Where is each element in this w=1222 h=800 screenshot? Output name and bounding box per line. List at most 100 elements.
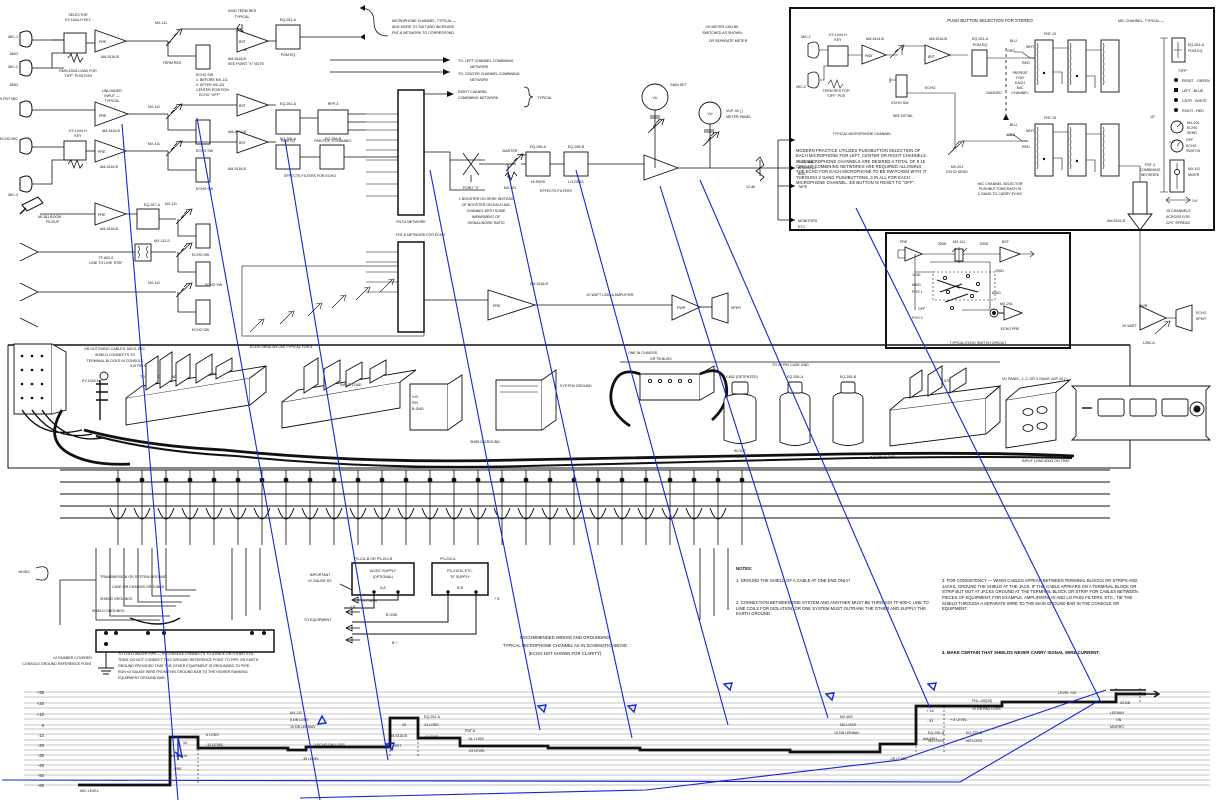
legend-eq-1: EQ-251-A xyxy=(1188,43,1205,47)
pre-amp-4-label: PRE xyxy=(98,213,106,217)
echo-sw-5-label: ECHO SW xyxy=(205,283,223,287)
line-trsf-1: TF-602-S xyxy=(98,256,114,260)
pos2-label: POS 2 xyxy=(912,316,923,320)
contact-5 xyxy=(969,293,975,299)
system-ground-label: SYSTEM GROUND xyxy=(560,384,592,388)
fnt6-inputs xyxy=(366,113,398,197)
echo-switch-5 xyxy=(195,261,211,287)
axis-label-1: +20 xyxy=(37,701,45,706)
r200a-label: 200Ω xyxy=(938,242,947,246)
mx201-echosend-2: ECHO SEND xyxy=(946,170,968,174)
boom-pickup-2: PICKUP xyxy=(46,220,60,224)
ground-stud-3 xyxy=(146,631,150,635)
outgoing-note-2: SHIELD CONNECTS TO xyxy=(95,353,135,357)
tb-screw-9 xyxy=(40,382,44,386)
recommended-3: (ECHO NOT SHOWN FOR CLARITY) xyxy=(529,651,602,656)
io-box-side xyxy=(447,374,463,431)
knob-echo-sw-off: OFF xyxy=(1186,138,1194,142)
mic-channel-typ-2: ADD MORE TO SUIT AND INCREASE xyxy=(392,25,455,29)
note-2-wrap: 2. CONNECTION BETWEEN ONE SYSTEM AND ANO… xyxy=(736,600,929,616)
fader-knob-19 xyxy=(547,477,553,483)
plus-b3: B + xyxy=(392,641,398,645)
knob-echo-send-3: SEND xyxy=(1187,131,1197,135)
fnt15-box-5 xyxy=(1067,123,1087,177)
tb-screw-5 xyxy=(30,368,34,372)
gain15-2: 15 xyxy=(402,723,406,727)
axis-label-9: -60 xyxy=(38,783,45,788)
bus-taps xyxy=(777,139,795,221)
wht-label-bot: WHT xyxy=(1026,129,1035,133)
to-equipment-label: TO EQUIPMENT xyxy=(304,618,332,622)
echo-mic-label: ECHO MIC xyxy=(0,137,18,141)
vu2-stem xyxy=(704,124,714,168)
dim-1half-label: 1½" xyxy=(1192,199,1199,203)
key2-line1: KY-1044-H xyxy=(69,129,87,133)
monitors-1: MONITORS xyxy=(798,219,818,223)
fader-knob-15 xyxy=(451,477,457,483)
tray-knob-2 xyxy=(1036,406,1048,414)
amp-module-5 xyxy=(215,357,233,380)
stage2-bounds xyxy=(389,718,419,757)
fader-strips xyxy=(109,470,743,545)
ac-dc-1: AC/DC SUPPLY xyxy=(370,569,397,573)
hipass-box xyxy=(525,151,551,177)
echo-detail-bst-label: BST xyxy=(1002,240,1010,244)
echo-send-1 xyxy=(249,318,265,333)
fader-knob-17 xyxy=(499,477,505,483)
stereo-key-box xyxy=(827,45,849,67)
axis-label-8: -50 xyxy=(38,773,45,778)
notes-section: NOTES: 1. GROUND THE SHIELD OF A CABLE A… xyxy=(736,566,1138,655)
loss14-label: 14 LOSS xyxy=(424,723,439,727)
mx111-3-wiper xyxy=(167,151,196,171)
fader-knobs xyxy=(115,477,745,483)
eq257a-label: EQ-257-A xyxy=(144,203,161,207)
master-amp xyxy=(643,154,680,181)
pre-amp-3-label: PRE xyxy=(98,150,106,154)
echo-pwr-label: PWR xyxy=(1139,304,1148,308)
contact-4 xyxy=(945,289,951,295)
effects-filters-echo: EFFECTS FILTERS FOR ECHO xyxy=(284,174,336,178)
cold-water-1: TO COLD WATER PIPE — IF CONSOLE CONNECTS… xyxy=(118,652,255,656)
dim-1half-line xyxy=(1165,196,1191,204)
am5701-tube-1 xyxy=(909,369,923,399)
fnt15-box-4 xyxy=(1034,123,1054,177)
pwr-amp-label: PWR xyxy=(677,306,686,310)
echo-key-box xyxy=(63,140,87,161)
fnt6-echo-label: FNT-6 NETWORK FOR ECHO xyxy=(396,233,446,237)
mx111-4-wiper xyxy=(177,219,196,237)
echo-detail-border xyxy=(885,232,1071,349)
see-detail-label: SEE DETAIL xyxy=(893,114,914,118)
vu-panel-knob-center xyxy=(1193,405,1201,413)
ganged-arrow xyxy=(1003,114,1009,120)
stereo-mic1-label: MIC-1 xyxy=(801,35,811,39)
fader-knob-10 xyxy=(331,477,337,483)
fnt15-box-1 xyxy=(1034,39,1054,93)
fnt15-node-1 xyxy=(1042,71,1046,75)
db12-label: 12 db xyxy=(746,185,755,189)
stereo-bst-amp xyxy=(924,44,952,65)
r600b-label: 600Ω xyxy=(992,291,1001,295)
eq255b-drawing-label: EQ-255-B xyxy=(840,375,857,379)
routing-arrow-dn xyxy=(360,34,365,40)
eq255a-body xyxy=(779,398,811,446)
vu1-stem xyxy=(650,110,660,155)
fnt15-node-2 xyxy=(1075,74,1079,78)
spread-3: 22½" SPREAD xyxy=(1166,221,1190,225)
monitors-2: ETC. xyxy=(798,225,806,229)
pre-amp-2 xyxy=(94,101,130,127)
r600a-label: 600Ω xyxy=(912,283,921,287)
echo-sw-loss-label: 3 ECHO SW LOSS xyxy=(314,743,345,747)
blue-arrow-head-6 xyxy=(722,682,733,692)
pan-pot-mic-wire xyxy=(32,109,168,115)
b-supply-1: PS-210-B, ETC. xyxy=(447,569,473,573)
mx402-master-symbol xyxy=(479,153,524,182)
fader-knob-12 xyxy=(379,477,385,483)
eq255b-label: EQ-255-B xyxy=(325,137,342,141)
vup34-label: VUP-34 ( ) xyxy=(726,109,743,113)
fader-knob-13 xyxy=(403,477,409,483)
stereo-out-amp xyxy=(1127,213,1153,231)
speaker-label: SPKR xyxy=(731,306,741,310)
mx111-5-label: MX-111 xyxy=(148,281,160,285)
vu-panel-window-2 xyxy=(1129,398,1157,417)
fnt6-echo-box xyxy=(397,241,425,333)
